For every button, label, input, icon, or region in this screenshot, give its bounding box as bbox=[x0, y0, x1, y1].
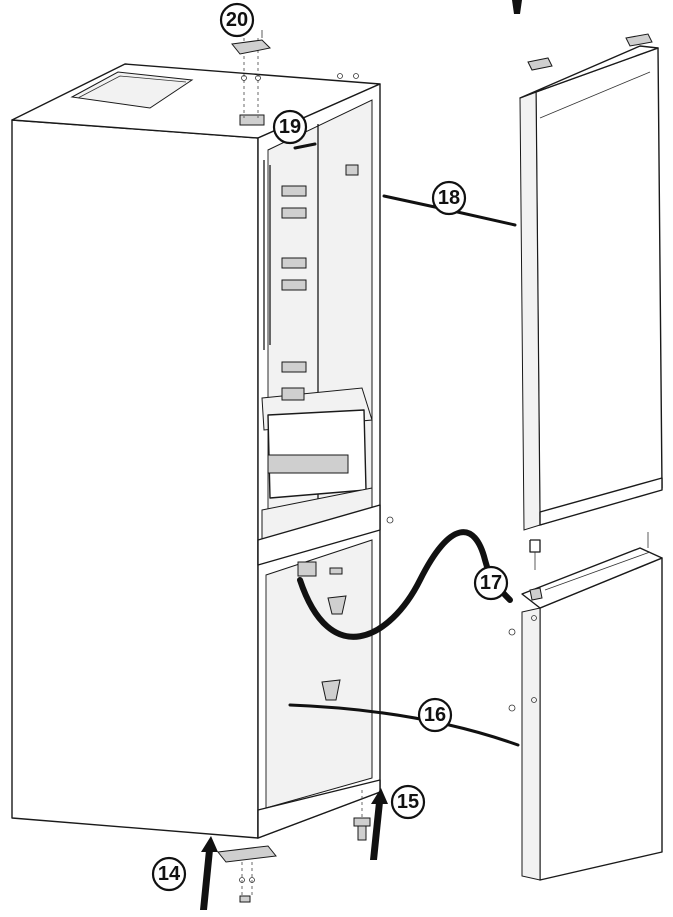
callout-label-20: 20 bbox=[226, 9, 248, 31]
callout-19: 19 bbox=[272, 109, 308, 145]
lower-door-edge bbox=[521, 607, 541, 881]
upper-door-edge bbox=[519, 91, 541, 531]
callout-label-16: 16 bbox=[424, 704, 446, 726]
callout-label-18: 18 bbox=[438, 187, 460, 209]
cabinet-side-panel bbox=[11, 119, 259, 839]
lower-door-front bbox=[539, 557, 663, 881]
callout-label-17: 17 bbox=[480, 572, 502, 594]
callout-label-14: 14 bbox=[158, 863, 181, 885]
fridge-cabinet bbox=[11, 38, 394, 839]
top-control-box bbox=[70, 71, 194, 109]
leader-19 bbox=[293, 142, 317, 150]
callout-label-19: 19 bbox=[279, 116, 301, 138]
arrow-14 bbox=[200, 836, 218, 910]
shelf-supports bbox=[281, 164, 359, 373]
leader-16 bbox=[288, 703, 520, 747]
callout-15: 15 bbox=[390, 784, 426, 820]
callout-16: 16 bbox=[417, 697, 453, 733]
lower-door bbox=[508, 532, 663, 881]
callout-label-15: 15 bbox=[397, 791, 419, 813]
arrow-top bbox=[512, 0, 522, 14]
upper-door-front bbox=[535, 47, 663, 526]
callout-20: 20 bbox=[219, 2, 255, 38]
callout-17: 17 bbox=[473, 565, 509, 601]
bottom-hinge bbox=[217, 845, 277, 903]
middle-hinge-assembly bbox=[297, 516, 394, 577]
top-hinge-cover bbox=[231, 30, 272, 55]
callout-18: 18 bbox=[431, 180, 467, 216]
upper-door bbox=[519, 33, 663, 570]
arrow-15 bbox=[370, 788, 388, 860]
adjustable-foot bbox=[353, 790, 371, 841]
freezer-compartment-interior bbox=[265, 539, 373, 809]
compartment-divider bbox=[257, 504, 381, 566]
callout-14: 14 bbox=[151, 856, 187, 892]
